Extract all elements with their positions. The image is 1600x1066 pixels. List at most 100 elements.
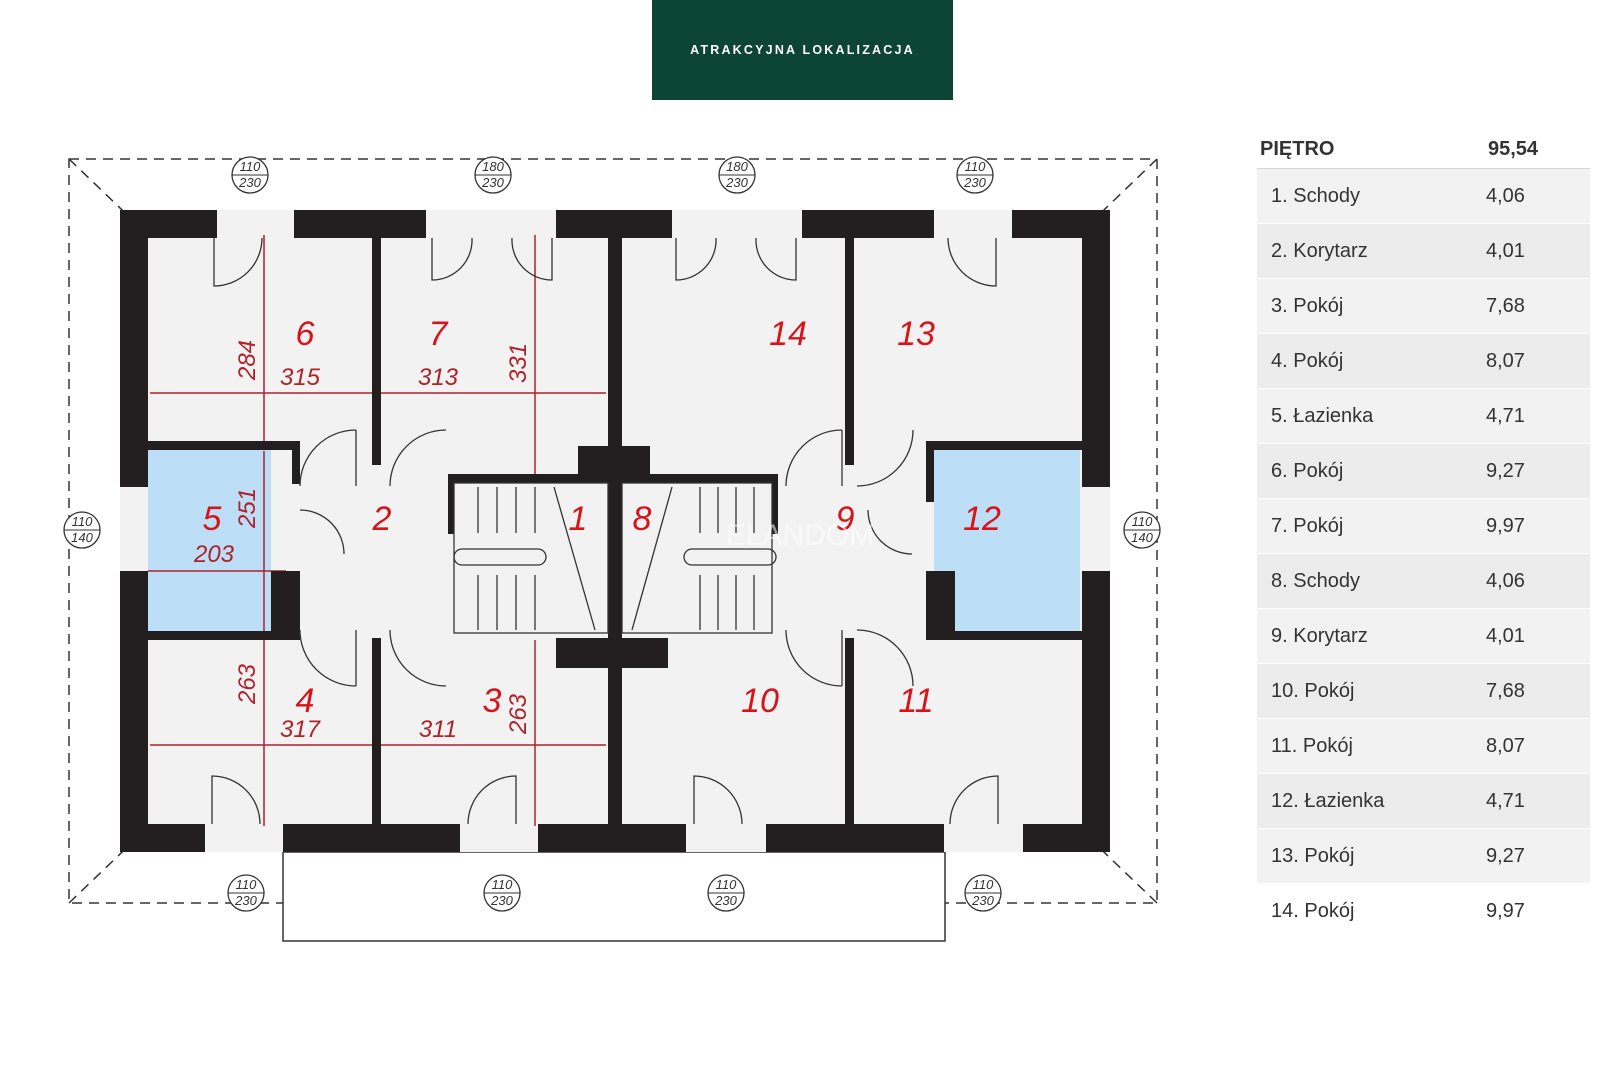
window-width: 110 bbox=[492, 877, 513, 892]
bathroom-5 bbox=[148, 450, 271, 631]
room-area: 4,06 bbox=[1486, 569, 1525, 592]
window-height: 230 bbox=[238, 175, 261, 190]
window-width: 110 bbox=[240, 159, 261, 174]
room-label: 4 bbox=[296, 682, 315, 720]
room-area: 7,68 bbox=[1486, 294, 1525, 317]
room-label: 5 bbox=[203, 500, 222, 538]
room-name: 10. Pokój bbox=[1271, 679, 1355, 702]
table-row: 1. Schody 4,06 bbox=[1257, 169, 1590, 224]
window-height: 230 bbox=[725, 175, 748, 190]
walls bbox=[120, 210, 1110, 852]
room-name: 14. Pokój bbox=[1271, 899, 1355, 922]
room-label: 2 bbox=[372, 500, 392, 538]
dimension-label: 311 bbox=[419, 716, 457, 743]
table-row: 7. Pokój 9,97 bbox=[1257, 499, 1590, 554]
room-label: 6 bbox=[296, 315, 315, 353]
room-area: 4,01 bbox=[1486, 239, 1525, 262]
room-area: 9,27 bbox=[1486, 459, 1525, 482]
room-label: 1 bbox=[569, 500, 588, 538]
table-header: PIĘTRO 95,54 bbox=[1257, 130, 1590, 169]
room-label: 11 bbox=[898, 682, 933, 720]
room-name: 2. Korytarz bbox=[1271, 239, 1368, 262]
window-height: 230 bbox=[481, 175, 504, 190]
window-width: 110 bbox=[1132, 514, 1153, 529]
window-width: 110 bbox=[236, 877, 257, 892]
room-label: 7 bbox=[429, 315, 449, 353]
room-label: 3 bbox=[483, 682, 502, 720]
room-name: 3. Pokój bbox=[1271, 294, 1344, 317]
room-name: 4. Pokój bbox=[1271, 349, 1344, 372]
window-width: 110 bbox=[72, 514, 93, 529]
room-name: 7. Pokój bbox=[1271, 514, 1344, 537]
room-area: 8,07 bbox=[1486, 734, 1525, 757]
room-name: 1. Schody bbox=[1271, 184, 1360, 207]
window-height: 230 bbox=[234, 893, 257, 908]
dimension-label: 315 bbox=[280, 364, 321, 391]
watermark: ELANDOM bbox=[726, 519, 874, 552]
dimension-label: 263 bbox=[234, 663, 261, 705]
room-area: 9,97 bbox=[1486, 514, 1525, 537]
room-label: 12 bbox=[963, 500, 1001, 538]
table-row: 3. Pokój 7,68 bbox=[1257, 279, 1590, 334]
table-row: 10. Pokój 7,68 bbox=[1257, 664, 1590, 719]
room-name: 11. Pokój bbox=[1271, 734, 1353, 757]
doors bbox=[211, 237, 999, 825]
table-row: 14. Pokój 9,97 bbox=[1257, 884, 1590, 939]
room-area: 7,68 bbox=[1486, 679, 1525, 702]
window-height: 230 bbox=[490, 893, 513, 908]
room-label: 14 bbox=[769, 315, 807, 353]
window-height: 230 bbox=[971, 893, 994, 908]
table-row: 9. Korytarz 4,01 bbox=[1257, 609, 1590, 664]
window-width: 180 bbox=[482, 159, 504, 174]
dimension-label: 284 bbox=[234, 340, 261, 381]
room-name: 8. Schody bbox=[1271, 569, 1360, 592]
floor-plan: 6 7 14 13 5 2 1 8 9 12 4 3 10 11 284 315… bbox=[63, 156, 1161, 942]
room-area: 4,01 bbox=[1486, 624, 1525, 647]
room-area: 9,97 bbox=[1486, 899, 1525, 922]
table-row: 6. Pokój 9,27 bbox=[1257, 444, 1590, 499]
window-height: 230 bbox=[714, 893, 737, 908]
dimension-label: 313 bbox=[418, 364, 459, 391]
stairs bbox=[453, 482, 777, 634]
room-name: 13. Pokój bbox=[1271, 844, 1355, 867]
balcony bbox=[282, 851, 946, 942]
room-area-table: PIĘTRO 95,54 1. Schody 4,06 2. Korytarz 4,0… bbox=[1257, 130, 1590, 939]
dimension-label: 203 bbox=[193, 541, 235, 568]
window-width: 110 bbox=[716, 877, 737, 892]
dimension-lines bbox=[148, 235, 606, 826]
dimension-label: 331 bbox=[505, 343, 532, 383]
location-banner: ATRAKCYJNA LOKALIZACJA bbox=[652, 0, 953, 100]
room-name: 6. Pokój bbox=[1271, 459, 1344, 482]
room-name: 5. Łazienka bbox=[1271, 404, 1374, 427]
room-area: 8,07 bbox=[1486, 349, 1525, 372]
window-width: 180 bbox=[726, 159, 748, 174]
dimension-label: 251 bbox=[234, 488, 261, 529]
room-area: 4,71 bbox=[1486, 404, 1525, 427]
table-row: 2. Korytarz 4,01 bbox=[1257, 224, 1590, 279]
room-name: 12. Łazienka bbox=[1271, 789, 1385, 812]
room-numbers: 6 7 14 13 5 2 1 8 9 12 4 3 10 11 bbox=[203, 315, 1001, 720]
window-width: 110 bbox=[965, 159, 986, 174]
window-width: 110 bbox=[973, 877, 994, 892]
floor-total-area: 95,54 bbox=[1488, 137, 1539, 160]
window-height: 140 bbox=[1131, 530, 1153, 545]
dimension-label: 263 bbox=[505, 693, 532, 735]
window-height: 140 bbox=[71, 530, 93, 545]
banner-text: ATRAKCYJNA LOKALIZACJA bbox=[690, 43, 915, 57]
room-name: 9. Korytarz bbox=[1271, 624, 1368, 647]
room-area: 4,06 bbox=[1486, 184, 1525, 207]
table-row: 8. Schody 4,06 bbox=[1257, 554, 1590, 609]
room-label: 13 bbox=[897, 315, 935, 353]
